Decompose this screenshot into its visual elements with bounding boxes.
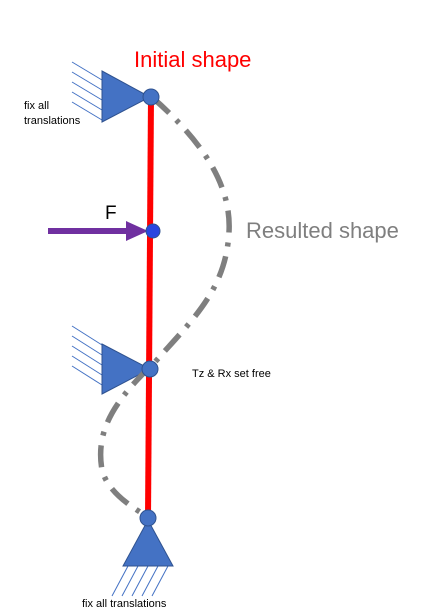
beam <box>145 96 154 519</box>
top-support-note-line2: translations <box>24 115 81 127</box>
bottom-node <box>139 509 157 527</box>
force-arrow-head <box>126 221 148 241</box>
top-support-note: fix all translations <box>24 99 80 129</box>
top-support-triangle <box>101 70 152 123</box>
middle-support-note: Tz & Rx set free <box>192 368 271 380</box>
middle-support-hatch <box>71 325 103 386</box>
top-support-hatch <box>71 61 103 121</box>
bottom-support-note: fix all translations <box>82 598 167 610</box>
resulted-shape-label: Resulted shape <box>246 218 399 243</box>
bottom-support-triangle <box>122 518 174 567</box>
top-node <box>142 88 160 106</box>
load-node <box>145 223 161 239</box>
middle-support-triangle <box>101 343 152 395</box>
resulted-shape-curve <box>97 95 232 520</box>
top-support-note-line1: fix all <box>24 100 50 112</box>
force-label: F <box>105 203 117 224</box>
middle-node <box>141 360 159 378</box>
bottom-support-hatch <box>111 565 169 597</box>
initial-shape-label: Initial shape <box>134 47 252 72</box>
